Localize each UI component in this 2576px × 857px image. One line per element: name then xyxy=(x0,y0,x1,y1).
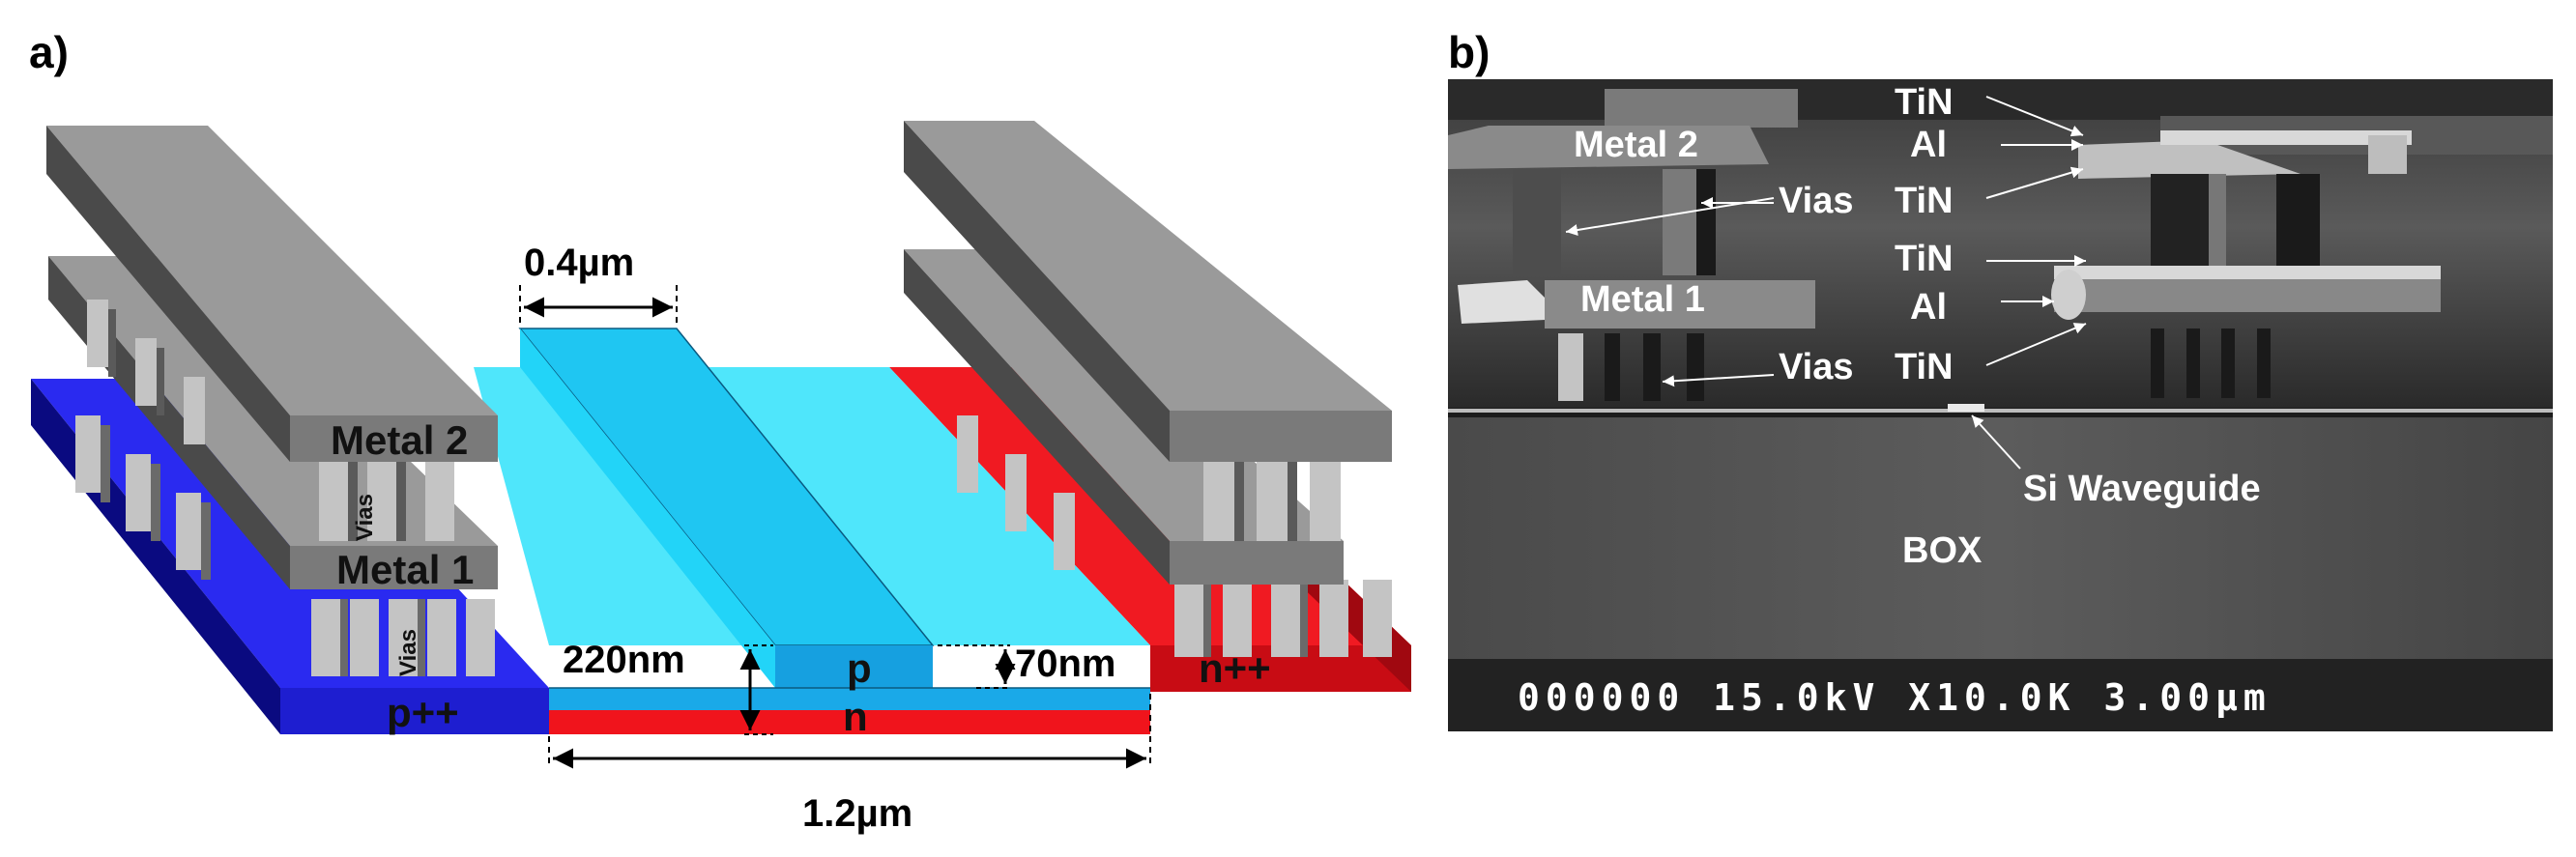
sem-box-label: BOX xyxy=(1902,530,1983,571)
dimension-slab-height-label: 70nm xyxy=(1015,643,1116,685)
silicon-waveguide xyxy=(474,328,1150,734)
sem-tin-label-4: TiN xyxy=(1895,347,1954,387)
panel-b: b) xyxy=(1448,27,2553,731)
n-plus-label: n++ xyxy=(1199,645,1271,691)
sem-info-footer: 000000 15.0kV X10.0K 3.00µm xyxy=(1518,676,2272,719)
left-vias-lower-label: Vias xyxy=(395,629,421,676)
sem-box-layer xyxy=(1448,417,2553,659)
sem-al-label-2: Al xyxy=(1910,287,1947,328)
sem-al-label-1: Al xyxy=(1910,125,1947,165)
dimension-total-width: 1.2µm xyxy=(548,694,1151,835)
sem-footer-bar xyxy=(1448,659,2553,731)
dimension-rib-height: 220nm xyxy=(563,639,773,735)
dimension-total-width-label: 1.2µm xyxy=(802,792,912,835)
sem-waveguide-label: Si Waveguide xyxy=(2023,469,2261,509)
panel-b-label: b) xyxy=(1448,27,1490,77)
junction-n-label: n xyxy=(843,694,868,739)
sem-tin-label-3: TiN xyxy=(1895,239,1954,279)
left-metal2-label: Metal 2 xyxy=(331,417,468,463)
sem-metal2-label: Metal 2 xyxy=(1574,125,1698,165)
left-metal-stack xyxy=(46,126,498,676)
sem-tin-label-2: TiN xyxy=(1895,181,1954,221)
left-metal1-label: Metal 1 xyxy=(336,547,474,592)
dimension-rib-width-label: 0.4µm xyxy=(524,242,634,284)
dimension-rib-width: 0.4µm xyxy=(519,242,678,327)
junction-p-label: p xyxy=(847,645,872,691)
panel-a-label: a) xyxy=(29,27,69,77)
sem-tin-label-1: TiN xyxy=(1895,82,1954,123)
left-vias-upper-label: Vias xyxy=(352,494,378,541)
right-metal-stack xyxy=(904,121,1392,657)
dimension-slab-height: 70nm xyxy=(938,643,1116,689)
sem-vias-label-lower: Vias xyxy=(1779,347,1853,387)
sem-vias-label-upper: Vias xyxy=(1779,181,1853,221)
dimension-rib-height-label: 220nm xyxy=(563,639,685,681)
panel-a: a) xyxy=(29,27,1411,835)
p-plus-label: p++ xyxy=(387,690,459,735)
sem-metal1-label: Metal 1 xyxy=(1580,279,1705,320)
